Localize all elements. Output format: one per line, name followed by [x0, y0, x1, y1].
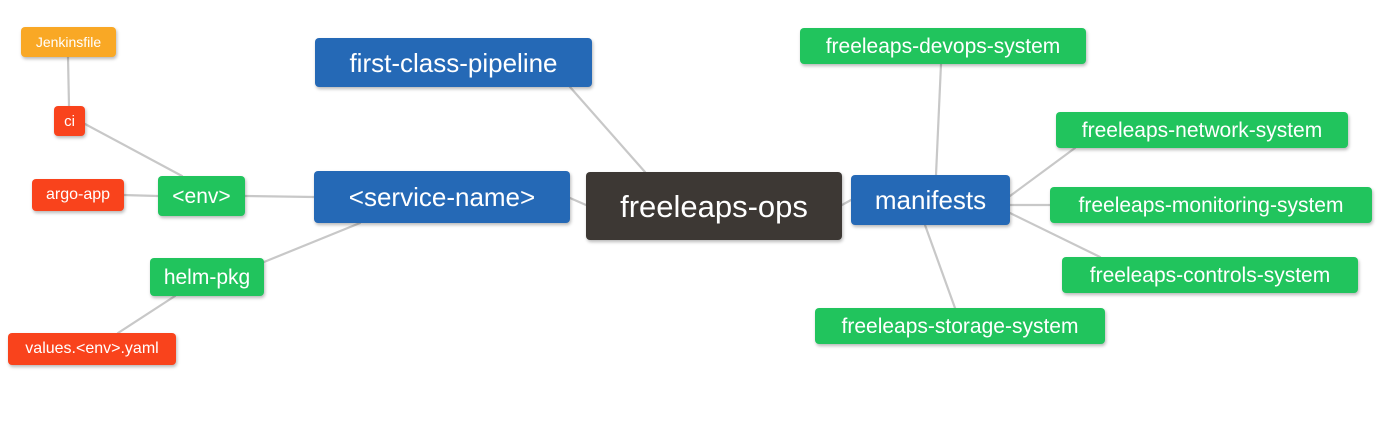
mindmap-node-label-values-env-yaml: values.<env>.yaml [25, 340, 159, 357]
mindmap-node-freeleaps-storage-system[interactable]: freeleaps-storage-system [815, 308, 1105, 344]
mindmap-node-freeleaps-controls-system[interactable]: freeleaps-controls-system [1062, 257, 1358, 293]
mindmap-node-label-service-name: <service-name> [348, 182, 536, 212]
mindmap-node-label-manifests: manifests [874, 185, 987, 215]
mindmap-node-freeleaps-devops-system[interactable]: freeleaps-devops-system [800, 28, 1086, 64]
mindmap-node-label-helm-pkg: helm-pkg [163, 265, 251, 289]
mindmap-edge-helm-pkg-to-values-env-yaml [116, 294, 177, 335]
mindmap-node-label-jenkinsfile: Jenkinsfile [35, 34, 102, 50]
mindmap-node-jenkinsfile[interactable]: Jenkinsfile [21, 27, 116, 57]
mindmap-node-first-class-pipeline[interactable]: first-class-pipeline [315, 38, 592, 87]
mindmap-node-label-freeleaps-network-system: freeleaps-network-system [1081, 118, 1323, 142]
mindmap-edge-freeleaps-ops-to-first-class-pipeline [568, 85, 647, 174]
mindmap-node-freeleaps-monitoring-system[interactable]: freeleaps-monitoring-system [1050, 187, 1372, 223]
mindmap-node-label-freeleaps-monitoring-system: freeleaps-monitoring-system [1078, 193, 1344, 217]
mindmap-edge-manifests-to-freeleaps-storage-system [923, 223, 957, 310]
mindmap-node-helm-pkg[interactable]: helm-pkg [150, 258, 264, 296]
mindmap-node-label-ci: ci [64, 112, 75, 130]
mindmap-node-argo-app[interactable]: argo-app [32, 179, 124, 211]
mindmap-node-label-freeleaps-devops-system: freeleaps-devops-system [825, 34, 1061, 58]
mindmap-node-freeleaps-ops[interactable]: freeleaps-ops [586, 172, 842, 240]
mindmap-edge-env-to-ci [83, 122, 184, 178]
mindmap-node-manifests[interactable]: manifests [851, 175, 1010, 225]
mindmap-edge-freeleaps-ops-to-service-name [568, 196, 588, 207]
mindmap-edge-service-name-to-env [243, 194, 316, 199]
mindmap-node-freeleaps-network-system[interactable]: freeleaps-network-system [1056, 112, 1348, 148]
mindmap-node-env[interactable]: <env> [158, 176, 245, 216]
mindmap-edge-service-name-to-helm-pkg [262, 221, 362, 264]
mindmap-node-label-freeleaps-storage-system: freeleaps-storage-system [841, 314, 1079, 338]
mindmap-node-label-env: <env> [172, 184, 231, 208]
mindmap-node-label-argo-app: argo-app [45, 186, 111, 203]
mindmap-node-label-first-class-pipeline: first-class-pipeline [349, 47, 558, 78]
mindmap-node-label-freeleaps-ops: freeleaps-ops [620, 188, 808, 224]
mindmap-edge-ci-to-jenkinsfile [66, 55, 71, 108]
mindmap-edge-manifests-to-freeleaps-devops-system [934, 62, 943, 177]
mindmap-node-values-env-yaml[interactable]: values.<env>.yaml [8, 333, 176, 365]
mindmap-node-ci[interactable]: ci [54, 106, 85, 136]
mindmap-node-label-freeleaps-controls-system: freeleaps-controls-system [1089, 263, 1331, 287]
mindmap-edge-freeleaps-ops-to-manifests [840, 198, 853, 207]
mindmap-node-service-name[interactable]: <service-name> [314, 171, 570, 223]
mindmap-edge-env-to-argo-app [122, 193, 160, 198]
